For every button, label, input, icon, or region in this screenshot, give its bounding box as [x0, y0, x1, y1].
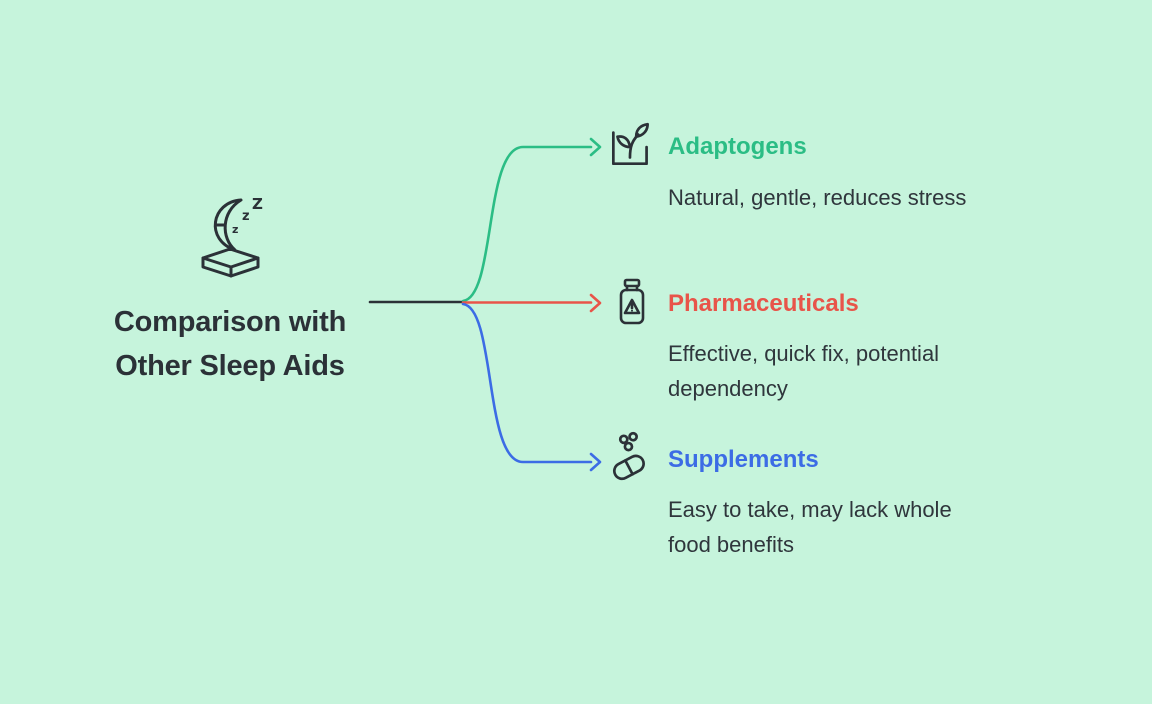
- branch-label-pharmaceuticals: Pharmaceuticals: [668, 290, 859, 317]
- branch-connectors: [368, 137, 602, 472]
- branch-description-supplements: Easy to take, may lack whole food benefi…: [668, 497, 952, 557]
- z-glyph-large: Z: [252, 195, 263, 213]
- adaptogens-branch-line: [461, 145, 593, 303]
- pill-bottle-warning-icon: [619, 278, 645, 325]
- branch-label-adaptogens: Adaptogens: [668, 133, 807, 160]
- z-glyph-medium: z: [242, 209, 250, 224]
- capsule-pills-icon: [612, 431, 645, 481]
- pharmaceuticals-arrowhead: [589, 293, 602, 313]
- z-glyph-small: z: [232, 223, 238, 236]
- branch-description-pharmaceuticals: Effective, quick fix, potential dependen…: [668, 341, 940, 401]
- leaf-plant-icon: [611, 122, 649, 166]
- branch-label-supplements: Supplements: [668, 446, 819, 473]
- root-title: Comparison with Other Sleep Aids: [85, 300, 375, 388]
- root-title-line1: Comparison with: [113, 306, 347, 338]
- branch-description-adaptogens: Natural, gentle, reduces stress: [668, 185, 967, 210]
- supplements-branch-line: [461, 302, 593, 464]
- adaptogens-arrowhead: [589, 137, 602, 157]
- root-title-line2: Other Sleep Aids: [115, 350, 345, 382]
- supplements-arrowhead: [589, 452, 602, 472]
- sleeping-moon-mattress-icon: z z Z: [201, 195, 263, 278]
